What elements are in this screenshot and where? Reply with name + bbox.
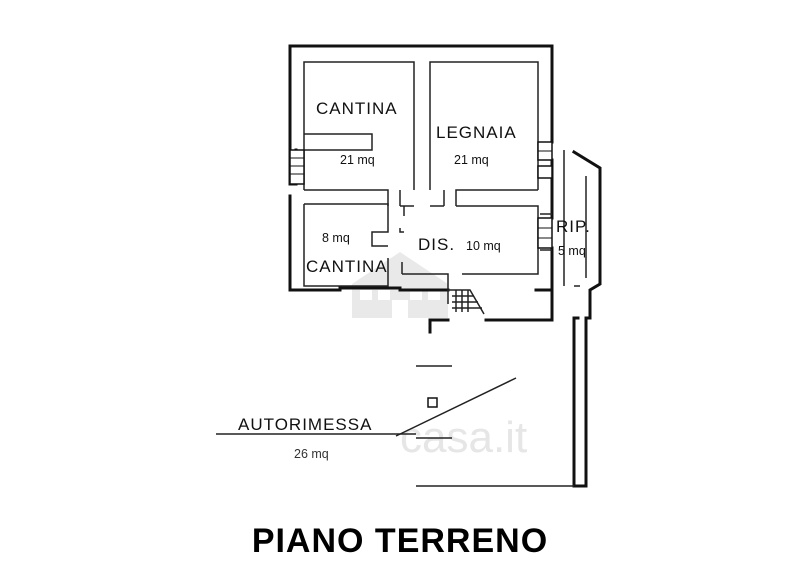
exterior-walls	[288, 44, 554, 334]
interior-walls	[303, 61, 552, 315]
plan-title: PIANO TERRENO	[251, 522, 549, 560]
garage-ramp-wall	[563, 149, 602, 488]
windows	[289, 141, 553, 249]
room-name-autorimessa: AUTORIMESSA	[238, 415, 372, 434]
room-area-dis: 10 mq	[466, 239, 501, 253]
watermark-house-icon	[352, 252, 448, 318]
room-area-cantina-2: 8 mq	[322, 231, 350, 245]
room-name-cantina-1: CANTINA	[316, 99, 398, 118]
room-area-rip: 5 mq	[558, 244, 586, 258]
room-name-legnaia: LEGNAIA	[436, 123, 517, 142]
room-name-cantina-2: CANTINA	[306, 257, 388, 276]
garage-lines	[216, 365, 574, 487]
room-area-autorimessa: 26 mq	[294, 447, 329, 461]
room-name-dis: DIS.	[418, 235, 455, 254]
room-name-rip: RIP.	[556, 217, 591, 236]
room-area-cantina-1: 21 mq	[340, 153, 375, 167]
room-area-legnaia: 21 mq	[454, 153, 489, 167]
